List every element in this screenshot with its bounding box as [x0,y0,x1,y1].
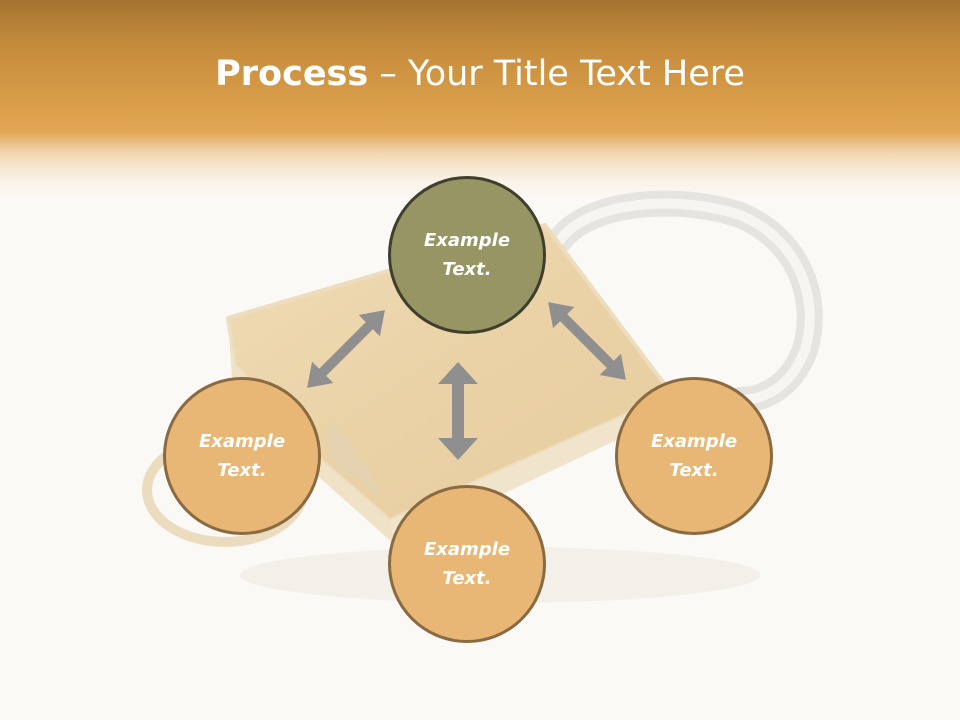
node-center-line1: Example [423,230,511,251]
double-arrow-upper-left [307,310,385,388]
process-node-bottom: Example Text. [388,485,546,643]
title-rest: Your Title Text Here [407,54,745,94]
node-center-line2: Text. [442,259,492,280]
node-left-line1: Example [198,431,286,452]
double-arrow-upper-right [548,302,626,380]
process-node-center: Example Text. [388,176,546,334]
slide-title: Process – Your Title Text Here [0,50,960,98]
header-band [0,0,960,200]
double-arrow-vertical [438,362,478,460]
node-left-line2: Text. [217,460,267,481]
process-node-right: Example Text. [615,377,773,535]
title-bold: Process [215,54,369,94]
node-right-line1: Example [650,431,738,452]
node-bottom-line1: Example [423,539,511,560]
node-right-line2: Text. [669,460,719,481]
node-bottom-line2: Text. [442,568,492,589]
title-dash: – [368,54,408,94]
process-node-left: Example Text. [163,377,321,535]
